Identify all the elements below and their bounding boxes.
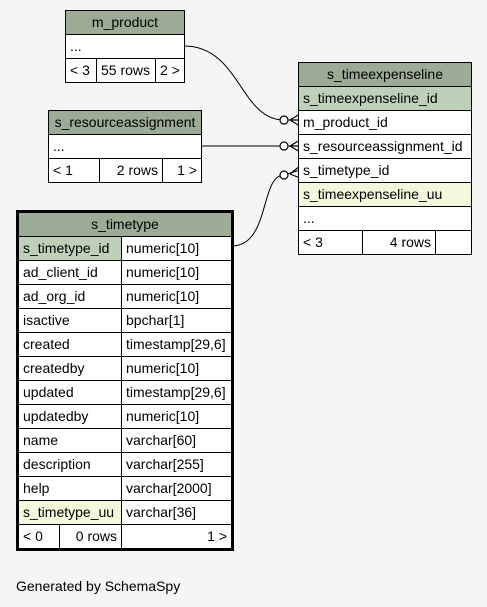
column-name: s_timetype_id [19,237,121,260]
column-name: updatedby [23,408,89,424]
nav-parents[interactable]: < 0 [23,528,43,544]
edge-s-timetype [231,169,301,247]
column-name: createdby [23,360,85,376]
nav-parents[interactable]: < 1 [53,162,73,178]
column-name: s_resourceassignment_id [303,138,463,154]
column-type: varchar[2000] [121,477,231,500]
nav-parents[interactable]: < 3 [303,234,323,250]
nav-children[interactable]: 1 > [121,525,231,548]
row-count: 0 rows [59,525,121,548]
row-count: 2 rows [99,159,162,182]
column-name: ad_org_id [23,288,86,304]
column-type: numeric[10] [121,261,231,284]
column-name: m_product_id [303,114,388,130]
column-name: help [23,480,50,496]
edge-s-resourceassignment-end [279,141,289,151]
column-row: updatedby numeric[10] [19,405,231,429]
nav-parents[interactable]: < 3 [70,62,90,78]
table-footer: < 0 0 rows 1 > [19,524,231,548]
column-name: name [23,432,59,448]
row-count: 55 rows [96,59,155,82]
column-type: numeric[10] [121,237,231,260]
column-type: numeric[10] [121,285,231,308]
table-title: s_resourceassignment [49,111,201,135]
column-row: name varchar[60] [19,429,231,453]
column-row: created timestamp[29,6] [19,333,231,357]
column-name: s_timeexpenseline_uu [303,186,443,202]
column-name: description [23,456,91,472]
table-m-product[interactable]: m_product ... < 3 55 rows 2 > [65,10,185,83]
nav-children[interactable] [435,231,471,254]
column-name: ad_client_id [23,264,98,280]
table-title: s_timetype [19,213,231,237]
column-row: help varchar[2000] [19,477,231,501]
column-row: ad_org_id numeric[10] [19,285,231,309]
column-row: updated timestamp[29,6] [19,381,231,405]
column-row: s_resourceassignment_id [299,135,471,159]
column-row: s_timetype_id [299,159,471,183]
table-title: m_product [66,11,184,35]
table-ellipsis: ... [299,207,471,231]
table-ellipsis: ... [49,135,201,159]
column-row: isactive bpchar[1] [19,309,231,333]
column-row: m_product_id [299,111,471,135]
table-ellipsis: ... [66,35,184,59]
column-type: timestamp[29,6] [121,333,231,356]
table-title: s_timeexpenseline [299,63,471,87]
column-row: createdby numeric[10] [19,357,231,381]
column-row: ad_client_id numeric[10] [19,261,231,285]
column-row: s_timeexpenseline_id [299,87,471,111]
table-s-resourceassignment[interactable]: s_resourceassignment ... < 1 2 rows 1 > [48,110,202,183]
column-row: description varchar[255] [19,453,231,477]
row-count: 4 rows [362,231,435,254]
column-name: updated [23,384,74,400]
column-type: varchar[60] [121,429,231,452]
column-name: isactive [23,312,70,328]
column-name: s_timeexpenseline_id [303,90,438,106]
column-type: timestamp[29,6] [121,381,231,404]
edge-m-product [183,45,300,121]
table-footer: < 3 55 rows 2 > [66,59,184,82]
column-type: numeric[10] [121,357,231,380]
column-name: s_timetype_id [303,162,390,178]
table-footer: < 3 4 rows [299,231,471,254]
footer-generated-by: Generated by SchemaSpy [16,578,181,594]
column-name: created [23,336,70,352]
nav-children[interactable]: 1 > [162,159,201,182]
edge-m-product-end [279,115,289,125]
column-type: numeric[10] [121,405,231,428]
column-type: varchar[36] [121,501,231,524]
column-name: s_timetype_uu [19,501,121,524]
table-footer: < 1 2 rows 1 > [49,159,201,182]
column-type: varchar[255] [121,453,231,476]
nav-children[interactable]: 2 > [155,59,184,82]
column-row: s_timeexpenseline_uu [299,183,471,207]
column-type: bpchar[1] [121,309,231,332]
edge-s-timetype-end [279,170,289,180]
table-s-timeexpenseline[interactable]: s_timeexpenseline s_timeexpenseline_id m… [298,62,472,255]
